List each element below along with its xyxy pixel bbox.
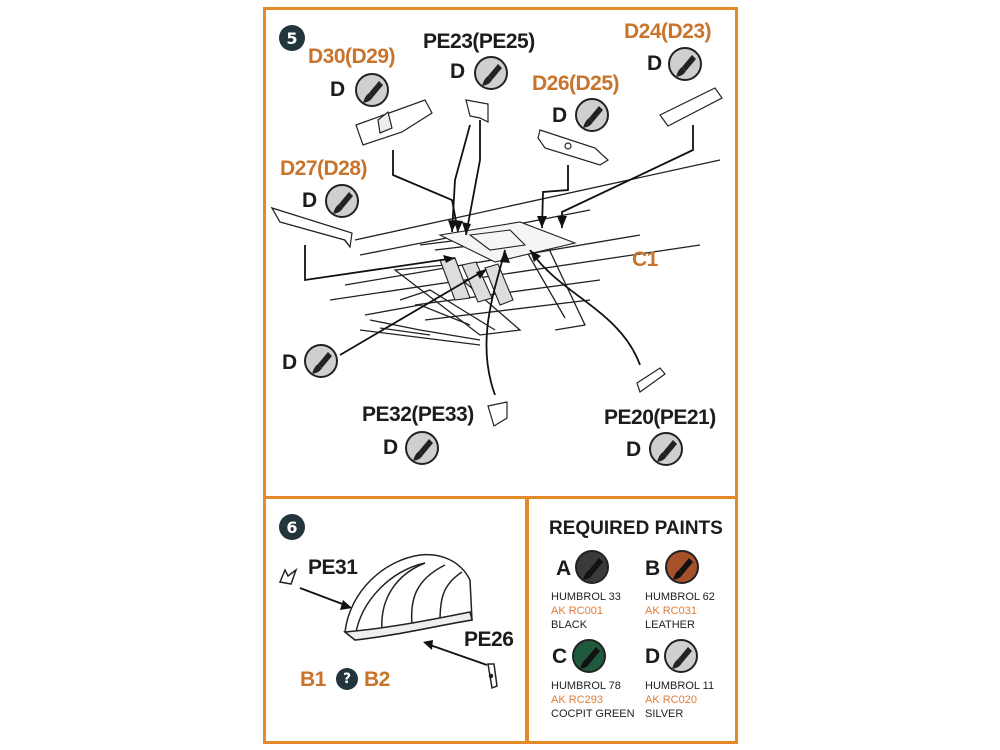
- label-b1: B1: [300, 668, 326, 691]
- paint-c-info: HUMBROL 78 AK RC293 COCPIT GREEN: [551, 679, 635, 721]
- paint-letter-floor: D: [282, 351, 298, 374]
- label-pe31: PE31: [308, 556, 358, 579]
- label-pe23: PE23(PE25): [423, 30, 535, 53]
- paint-c-ak: AK RC293: [551, 694, 603, 706]
- silver-paint-icon: [304, 344, 338, 378]
- paint-b-info: HUMBROL 62 AK RC031 LEATHER: [645, 590, 715, 632]
- silver-paint-icon: [325, 184, 359, 218]
- paint-letter-d24: D: [647, 52, 663, 75]
- step-6-number: 6: [279, 514, 305, 540]
- paint-c-name: COCPIT GREEN: [551, 708, 635, 720]
- silver-paint-icon: [575, 98, 609, 132]
- choice-question-icon: ?: [336, 668, 358, 690]
- part-label-c1: C1: [632, 248, 658, 271]
- green-paint-icon: [572, 639, 606, 673]
- paint-a-humbrol: HUMBROL 33: [551, 591, 621, 603]
- paint-letter-pe23: D: [450, 60, 466, 83]
- paint-letter-d: D: [645, 645, 661, 668]
- paint-letter-d30: D: [330, 78, 346, 101]
- paint-letter-d26: D: [552, 104, 568, 127]
- black-paint-icon: [575, 550, 609, 584]
- paint-letter-b: B: [645, 557, 661, 580]
- silver-paint-icon: [668, 47, 702, 81]
- paint-letter-pe32: D: [383, 436, 399, 459]
- silver-paint-icon: [474, 56, 508, 90]
- label-d30: D30(D29): [308, 45, 396, 68]
- part-pe20: [636, 367, 666, 393]
- paint-letter-pe20: D: [626, 438, 642, 461]
- paint-letter-d27: D: [302, 189, 318, 212]
- paint-letter-c: C: [552, 645, 568, 668]
- silver-paint-icon: [664, 639, 698, 673]
- part-pe32: [487, 401, 508, 427]
- paint-d-name: SILVER: [645, 708, 684, 720]
- label-d26: D26(D25): [532, 72, 620, 95]
- paint-c-humbrol: HUMBROL 78: [551, 680, 621, 692]
- label-d27: D27(D28): [280, 157, 368, 180]
- silver-paint-icon: [355, 73, 389, 107]
- paint-b-ak: AK RC031: [645, 605, 697, 617]
- paint-letter-a: A: [556, 557, 572, 580]
- step-5-number: 5: [279, 25, 305, 51]
- paint-a-name: BLACK: [551, 619, 588, 631]
- part-d26: [537, 129, 609, 166]
- paint-a-info: HUMBROL 33 AK RC001 BLACK: [551, 590, 621, 632]
- paint-b-name: LEATHER: [645, 619, 695, 631]
- silver-paint-icon: [405, 431, 439, 465]
- label-b2: B2: [364, 668, 390, 691]
- required-paints-title: REQUIRED PAINTS: [549, 518, 723, 539]
- part-pe23: [465, 99, 489, 123]
- leather-paint-icon: [665, 550, 699, 584]
- silver-paint-icon: [649, 432, 683, 466]
- required-paints-panel: [526, 496, 738, 744]
- paint-d-humbrol: HUMBROL 11: [645, 680, 715, 692]
- label-pe20: PE20(PE21): [604, 406, 716, 429]
- paint-b-humbrol: HUMBROL 62: [645, 591, 715, 603]
- label-pe32: PE32(PE33): [362, 403, 474, 426]
- paint-d-ak: AK RC020: [645, 694, 697, 706]
- label-pe26: PE26: [464, 628, 514, 651]
- label-d24: D24(D23): [624, 20, 712, 43]
- part-d24: [659, 87, 723, 127]
- paint-a-ak: AK RC001: [551, 605, 603, 617]
- paint-d-info: HUMBROL 11 AK RC020 SILVER: [645, 679, 714, 721]
- part-d30: [355, 99, 433, 146]
